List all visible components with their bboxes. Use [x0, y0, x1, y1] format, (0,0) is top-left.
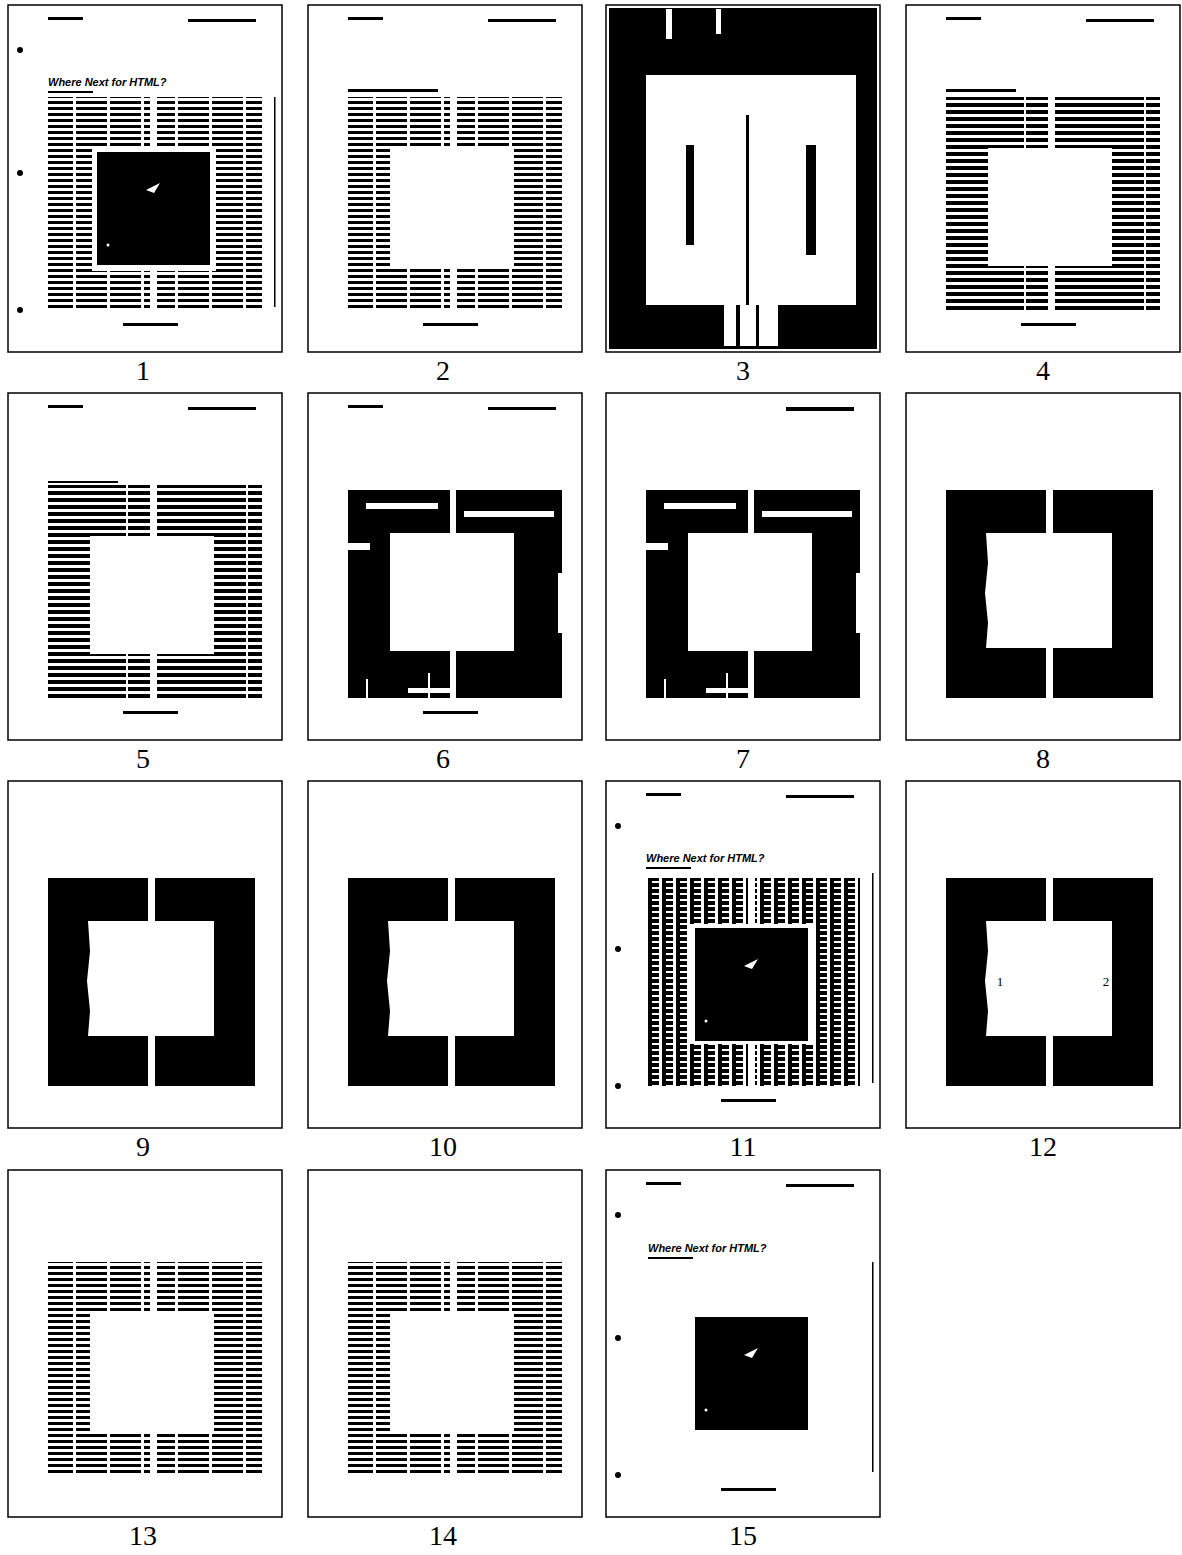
- panel-number: 11: [730, 1133, 757, 1161]
- panel-number: 7: [736, 745, 750, 773]
- panel-number: 3: [736, 357, 750, 385]
- panel-number: 15: [729, 1522, 757, 1550]
- title-rule: [648, 1257, 693, 1259]
- panel-number: 5: [136, 745, 150, 773]
- panel-number: 1: [136, 357, 150, 385]
- page-title: Where Next for HTML?: [48, 77, 167, 88]
- region-number: 1: [997, 975, 1004, 988]
- title-rule: [48, 91, 93, 93]
- panel-number: 10: [429, 1133, 457, 1161]
- panel-number: 6: [436, 745, 450, 773]
- panel-number: 12: [1029, 1133, 1057, 1161]
- page-title: Where Next for HTML?: [646, 853, 765, 864]
- page-title: Where Next for HTML?: [648, 1243, 767, 1254]
- panel-number: 8: [1036, 745, 1050, 773]
- panel-number: 9: [136, 1133, 150, 1161]
- title-rule: [646, 867, 691, 869]
- panel-number: 2: [436, 357, 450, 385]
- panel-number: 4: [1036, 357, 1050, 385]
- panel-number: 13: [129, 1522, 157, 1550]
- region-number: 2: [1103, 975, 1110, 988]
- panel-number: 14: [429, 1522, 457, 1550]
